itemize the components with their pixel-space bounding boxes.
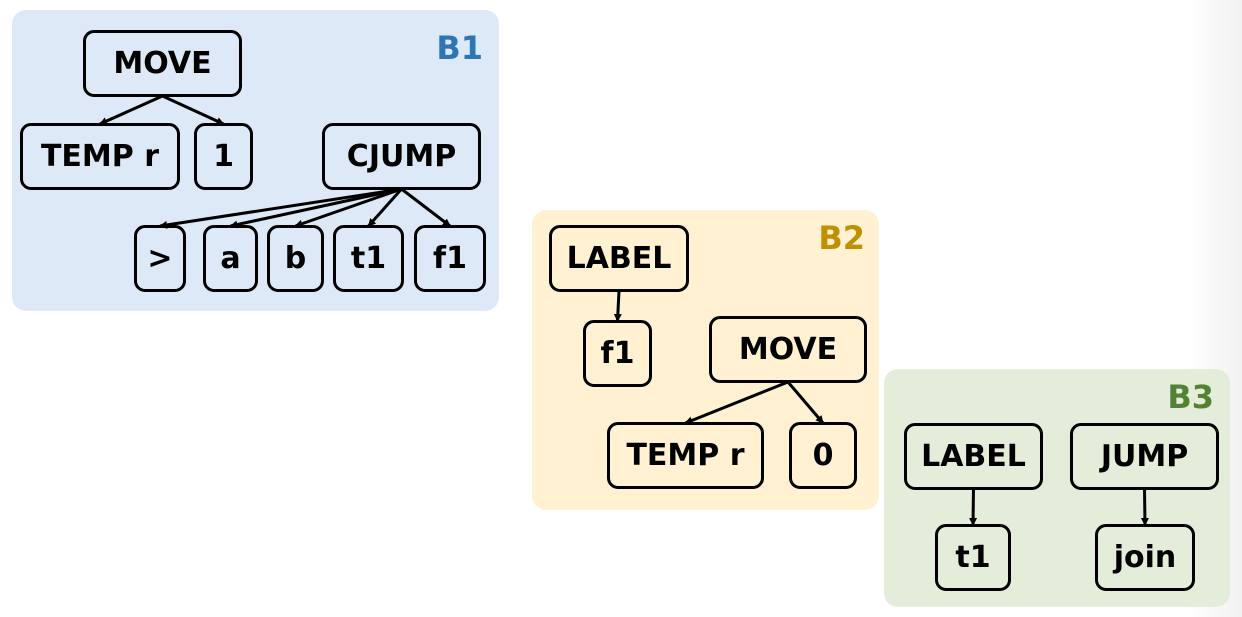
b1-cjump-node: CJUMP — [322, 123, 481, 190]
b2-f1-node: f1 — [583, 320, 652, 387]
block-b1-label: B1 — [436, 29, 483, 67]
b2-label-node: LABEL — [549, 225, 689, 292]
b1-b-node: b — [267, 225, 324, 292]
b1-greater-than-node: > — [134, 225, 186, 292]
b1-a-node: a — [203, 225, 258, 292]
b1-move-node: MOVE — [83, 30, 242, 97]
b1-one-node: 1 — [194, 123, 253, 190]
b2-zero-node: 0 — [789, 422, 857, 489]
b3-jump-node: JUMP — [1070, 423, 1219, 490]
b1-temp-r-node: TEMP r — [20, 123, 180, 190]
b1-f1-node: f1 — [414, 225, 486, 292]
b3-t1-node: t1 — [935, 524, 1011, 591]
b3-label-node: LABEL — [904, 423, 1043, 490]
block-b2-label: B2 — [818, 219, 865, 257]
b2-temp-r-node: TEMP r — [607, 422, 764, 489]
b2-move-node: MOVE — [709, 316, 867, 383]
block-b3-label: B3 — [1167, 378, 1214, 416]
b1-t1-node: t1 — [333, 225, 404, 292]
b3-join-node: join — [1095, 524, 1195, 591]
